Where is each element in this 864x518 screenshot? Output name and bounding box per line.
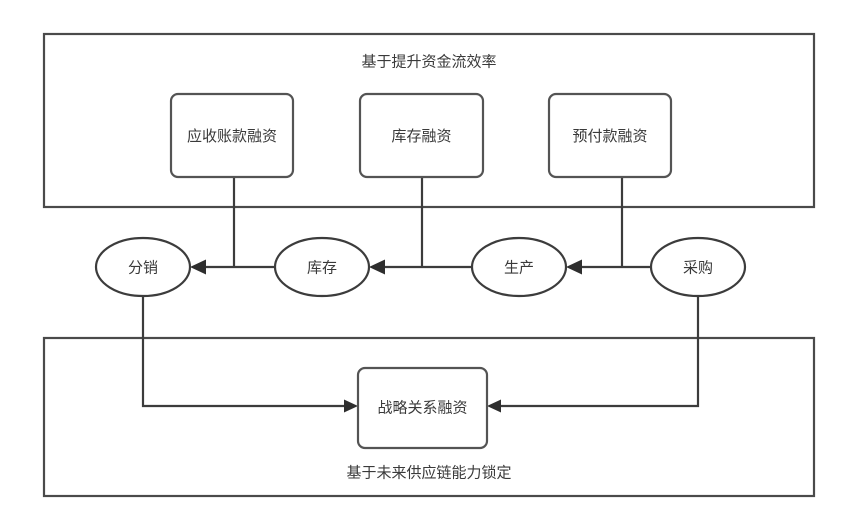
prepayment-financing-label: 预付款融资 [572, 127, 647, 145]
node-distribution[interactable]: 分销 [94, 236, 192, 298]
production-ellipse[interactable] [470, 236, 568, 298]
inventory-financing-box[interactable] [358, 92, 485, 179]
ar-financing-box[interactable] [169, 92, 295, 179]
arrowhead-distribution-to-strategic [344, 399, 358, 413]
node-strategic-relationship-financing[interactable]: 战略关系融资 [356, 366, 489, 450]
prepayment-financing-box[interactable] [547, 92, 673, 179]
bottom-group-caption: 基于未来供应链能力锁定 [346, 464, 511, 482]
ar-financing-label: 应收账款融资 [187, 127, 277, 145]
top-group-caption: 基于提升资金流效率 [361, 53, 496, 71]
link-distribution-to-strategic [141, 296, 350, 408]
production-label: 生产 [504, 259, 534, 277]
node-production[interactable]: 生产 [470, 236, 568, 298]
node-ar-financing[interactable]: 应收账款融资 [169, 92, 295, 179]
arrowhead-procurement-to-strategic [487, 399, 501, 413]
inventory-label: 库存 [307, 259, 337, 277]
distribution-label: 分销 [128, 259, 158, 277]
strategic-financing-box[interactable] [356, 366, 489, 450]
arrowhead-production-to-inventory [369, 259, 385, 275]
distribution-ellipse[interactable] [94, 236, 192, 298]
node-prepayment-financing[interactable]: 预付款融资 [547, 92, 673, 179]
link-procurement-to-strategic [495, 296, 700, 408]
arrowhead-inventory-to-distribution [190, 259, 206, 275]
arrowhead-procurement-to-production [566, 259, 582, 275]
procurement-label: 采购 [683, 259, 713, 277]
inventory-ellipse[interactable] [273, 236, 371, 298]
node-inventory-financing[interactable]: 库存融资 [358, 92, 485, 179]
node-procurement[interactable]: 采购 [649, 236, 747, 298]
inventory-financing-label: 库存融资 [391, 127, 451, 145]
strategic-financing-label: 战略关系融资 [377, 399, 467, 417]
node-inventory[interactable]: 库存 [273, 236, 371, 298]
procurement-ellipse[interactable] [649, 236, 747, 298]
